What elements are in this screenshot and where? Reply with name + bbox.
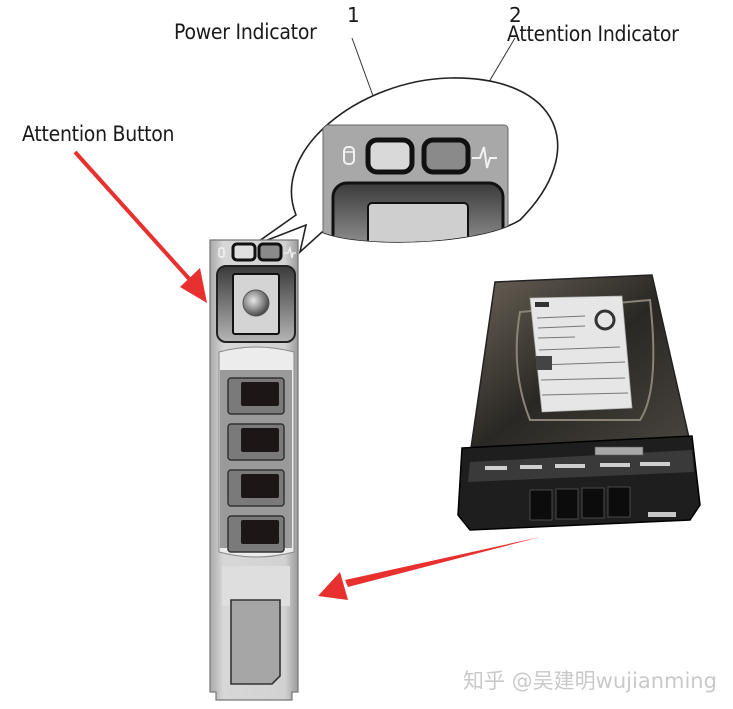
drive-tray-front	[209, 239, 299, 701]
heartbeat-icon	[472, 146, 497, 169]
hard-drive-photo	[457, 274, 701, 531]
power-indicator-number: 1	[347, 3, 360, 27]
attention-indicator-number: 2	[509, 3, 522, 27]
power-indicator-label: Power Indicator	[174, 20, 317, 44]
attention-indicator-label: Attention Indicator	[507, 22, 679, 46]
attention-button-arrow	[73, 150, 207, 303]
vent-slots	[227, 377, 285, 553]
zoom-callout-bubble	[251, 77, 559, 255]
drive-cylinder-icon	[343, 146, 355, 165]
drive-label-sticker	[529, 295, 633, 413]
watermark: 知乎 @吴建明wujianming	[463, 669, 717, 693]
attention-button-label: Attention Button	[22, 122, 175, 146]
hdd-to-tray-arrow	[318, 537, 540, 600]
attention-button	[242, 289, 270, 317]
attention-indicator-led	[421, 137, 471, 175]
power-indicator-led	[365, 137, 415, 175]
